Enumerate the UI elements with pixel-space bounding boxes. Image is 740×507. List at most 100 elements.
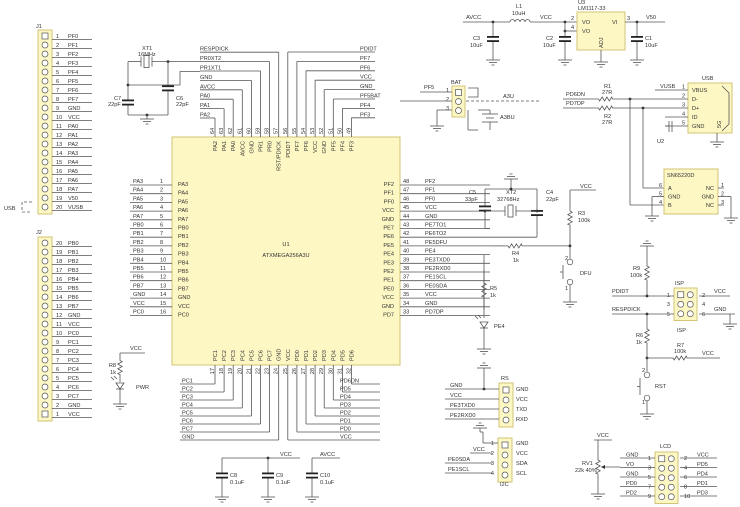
pin-name: PD2 <box>313 350 319 361</box>
net-label: PC2 <box>182 387 193 393</box>
pin-number: 9 <box>160 249 163 255</box>
net-label: PC1 <box>182 379 193 385</box>
pin-number: 56 <box>283 128 289 134</box>
pin-name: NC <box>706 186 714 192</box>
pin-number: 2 <box>571 16 574 22</box>
net-label: PB2 <box>133 240 144 246</box>
u3-part-number: LM1117-33 <box>578 6 605 12</box>
pin-circle <box>41 275 49 283</box>
pin-number: 5 <box>667 312 670 318</box>
pin-circle <box>41 149 49 157</box>
net-label: PF5 <box>424 85 434 91</box>
resistor-r6 <box>643 314 651 358</box>
net-label: PE0SDA <box>425 283 447 289</box>
pin-circle <box>41 203 49 211</box>
rv1-value: 22k 40% <box>575 468 597 474</box>
pin-number: 23 <box>265 368 271 374</box>
pin-number: 2 <box>721 192 724 198</box>
pin-1-square <box>658 455 666 463</box>
pin-number: 6 <box>160 223 163 229</box>
net-label: GND <box>425 301 437 307</box>
pin-number: 45 <box>403 205 409 211</box>
pin-circle <box>667 455 675 463</box>
pin-number: 4 <box>160 205 163 211</box>
pin-circle <box>455 98 462 105</box>
pin-number: 15 <box>56 160 62 166</box>
xt1-value: 16MHz <box>138 52 156 58</box>
net-label: PD5 <box>340 387 351 393</box>
pin-circle <box>686 291 694 299</box>
xt2-value: 32768Hz <box>497 197 520 203</box>
avcc-label: AVCC <box>320 452 335 458</box>
pin-number: 16 <box>160 310 166 316</box>
pin-number: 7 <box>648 485 651 491</box>
pin-number: 2 <box>56 43 59 49</box>
net-label: PD3 <box>340 403 351 409</box>
pin-number: 20 <box>56 205 62 211</box>
r6-ref: R6 <box>636 333 643 339</box>
shield-label: 5G <box>717 121 723 128</box>
pin-number: 7 <box>160 231 163 237</box>
pin-circle <box>41 95 49 103</box>
net-label: PA6 <box>68 178 78 184</box>
pin-circle <box>41 86 49 94</box>
pin-number: 51 <box>328 128 334 134</box>
ground-symbol <box>305 493 319 503</box>
net-label: PE6TO2 <box>425 231 446 237</box>
net-label: PF2 <box>68 52 78 58</box>
net-label: PA1 <box>68 133 78 139</box>
ground-symbol <box>710 138 724 148</box>
pin-number: 26 <box>292 368 298 374</box>
pin-number: 42 <box>403 231 409 237</box>
pin-number: 8 <box>56 349 59 355</box>
gnd-label: GND <box>714 307 726 313</box>
pin-number: 3 <box>721 200 724 206</box>
pin-name: PC2 <box>222 350 228 361</box>
i2c-ref: I2C <box>500 482 509 488</box>
ground-symbol <box>724 214 738 224</box>
net-label: PB1 <box>68 250 79 256</box>
pin-number: 8 <box>56 97 59 103</box>
net-label: PF1 <box>425 188 435 194</box>
pin-number: 1 <box>56 34 59 40</box>
pin-number: 7 <box>56 88 59 94</box>
pin-number: 11 <box>56 322 62 328</box>
vcc-label: VCC <box>280 452 292 458</box>
net-label: PF0 <box>425 196 435 202</box>
capacitor-c2 <box>559 36 571 38</box>
pin-name: PB0 <box>178 226 189 232</box>
pin-name: PB7 <box>178 286 189 292</box>
usb-flag-bracket <box>21 201 32 213</box>
pin-number: 9 <box>56 106 59 112</box>
pin-name: PF1 <box>384 191 394 197</box>
pin-number: 8 <box>160 240 163 246</box>
net-label: PF2 <box>425 179 435 185</box>
pin-name: PC5 <box>249 350 255 361</box>
net-label: PA2 <box>68 142 78 148</box>
ground-symbol <box>723 320 737 330</box>
pin-circle <box>41 311 49 319</box>
pin-name: PE4 <box>383 252 394 258</box>
pin-number: 3 <box>56 52 59 58</box>
pin-name: PA1 <box>222 141 228 151</box>
pin-number: 2 <box>684 456 687 462</box>
pin-name: D- <box>692 97 698 103</box>
pin-number: 4 <box>491 471 494 477</box>
pin-circle <box>41 113 49 121</box>
pin-number: 12 <box>160 275 166 281</box>
net-label: PE4 <box>425 249 436 255</box>
pin-number: 9 <box>648 494 651 500</box>
net-label: PE3TXD0 <box>450 403 475 409</box>
net-label: PD2 <box>626 491 637 497</box>
pin-circle <box>41 131 49 139</box>
rv1-ref: RV1 <box>582 461 593 467</box>
c5-ref: C5 <box>469 190 476 196</box>
net-label: VCC <box>68 115 80 121</box>
pin-name: GND <box>702 195 714 201</box>
c9-ref: C9 <box>276 473 283 479</box>
pin-number: 1 <box>682 85 685 91</box>
net-label: GND <box>425 214 437 220</box>
pin-name: VCC <box>382 295 394 301</box>
net-label: PF4 <box>360 103 370 109</box>
rs-ref: RS <box>501 376 509 382</box>
